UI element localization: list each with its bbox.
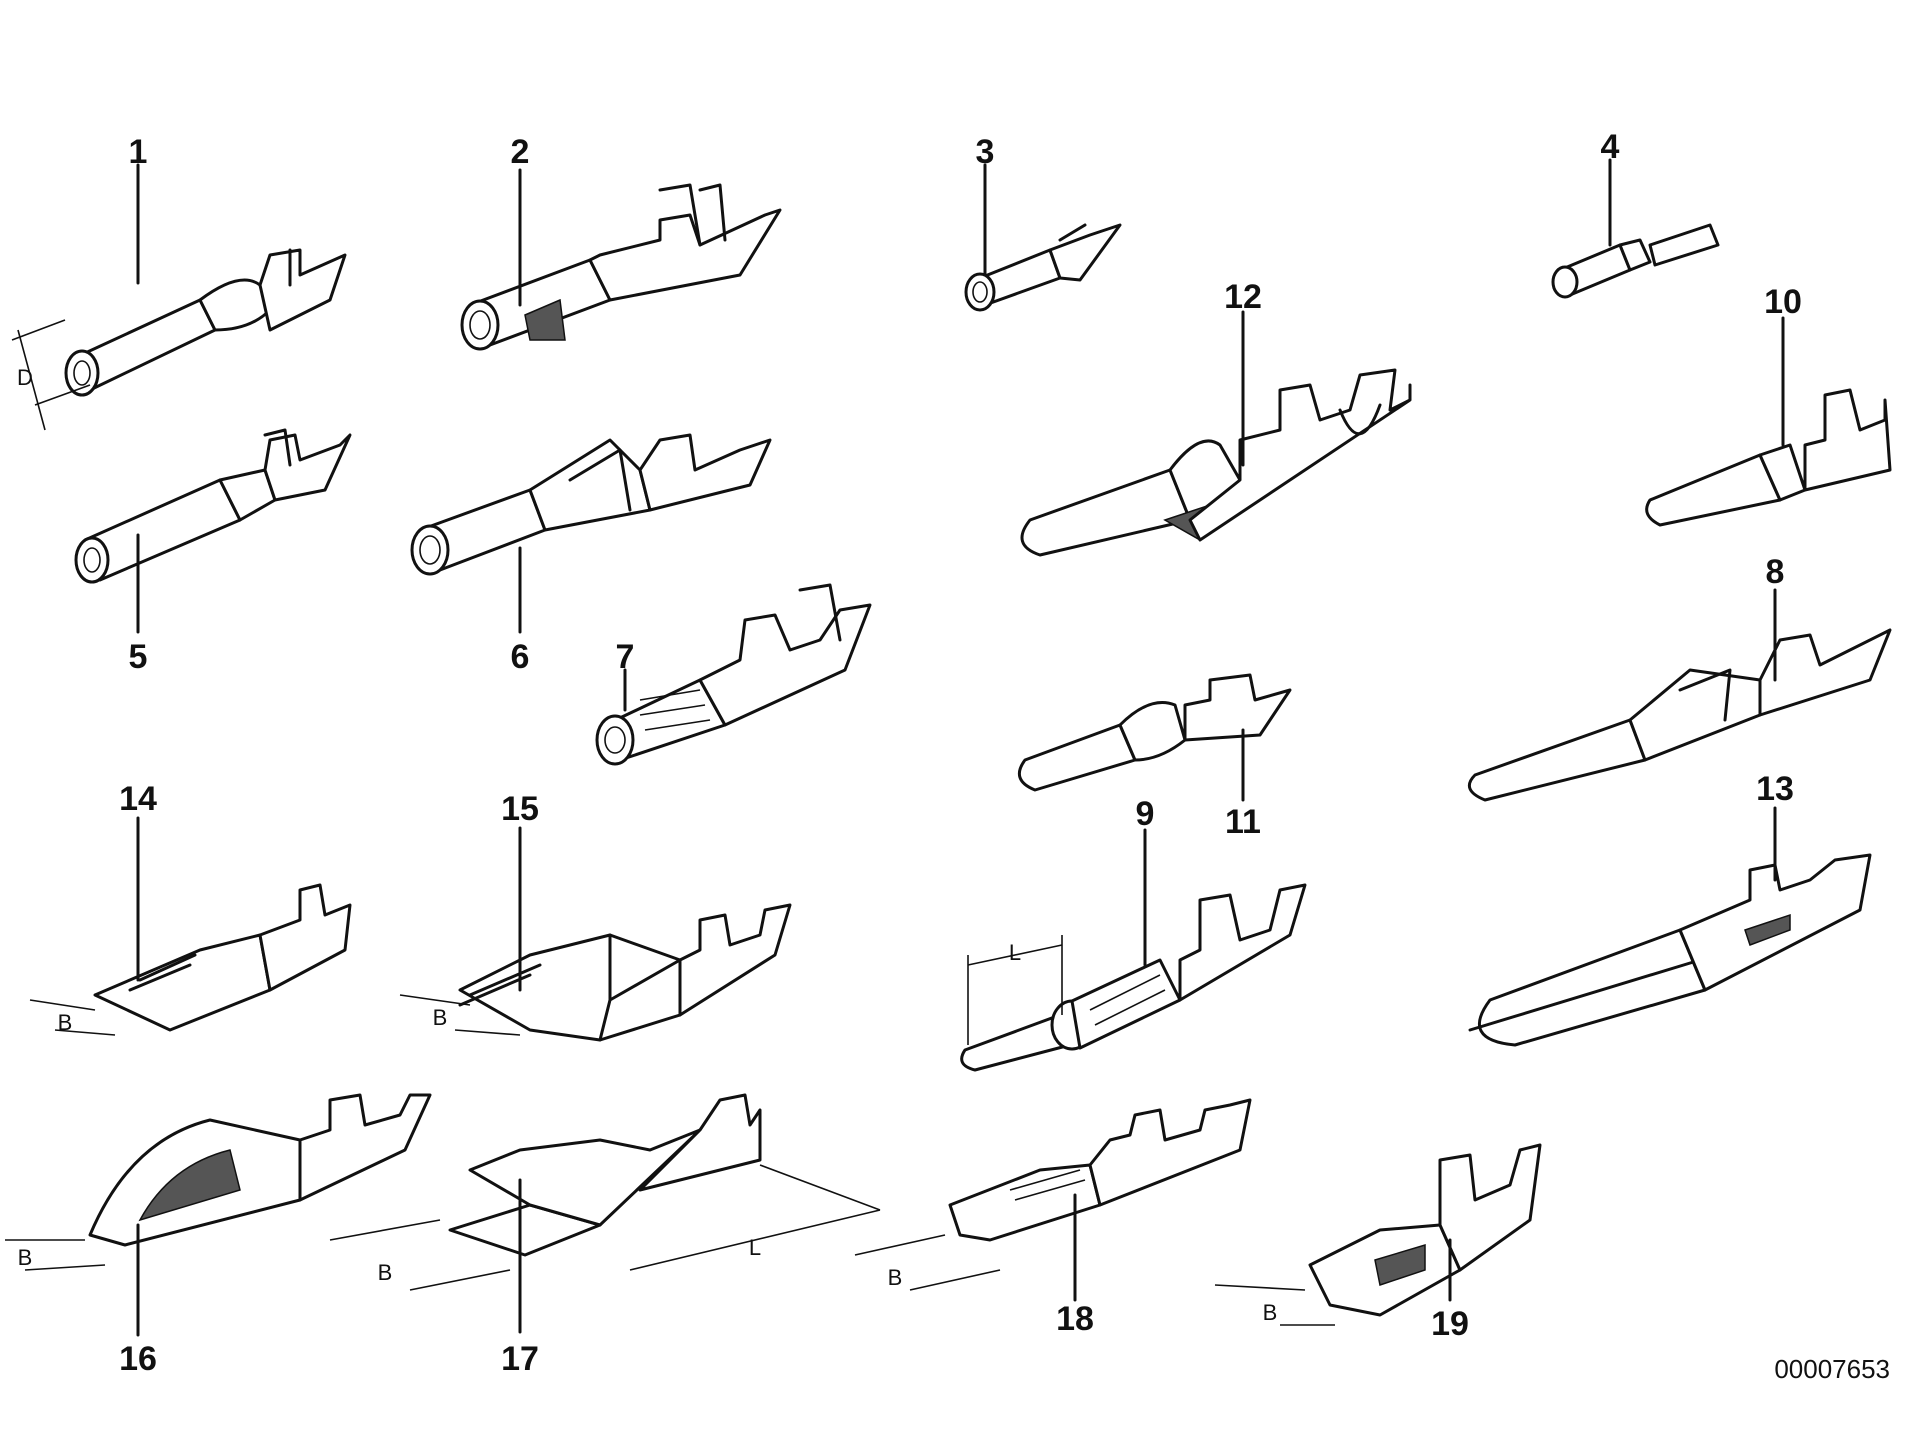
dimension-line <box>54 1029 116 1036</box>
dimension-line <box>409 1269 511 1291</box>
part-16-drawing <box>88 1093 432 1247</box>
part-9-drawing <box>960 883 1307 1072</box>
part-number-9: 9 <box>1136 795 1155 833</box>
dimension-label-d: D <box>17 365 33 390</box>
part-12-drawing <box>1020 368 1412 557</box>
part-3-drawing <box>964 223 1122 312</box>
part-number-2: 2 <box>511 133 530 171</box>
dimension-label-b: B <box>18 1245 33 1270</box>
part-number-18: 18 <box>1056 1300 1094 1338</box>
part-8-drawing <box>1467 628 1892 802</box>
part-14-drawing <box>93 883 352 1032</box>
part-number-17: 17 <box>501 1340 539 1378</box>
dimension-label-b: B <box>378 1260 393 1285</box>
part-2-drawing <box>460 183 782 351</box>
part-17-drawing <box>448 1093 762 1257</box>
part-number-14: 14 <box>119 780 157 818</box>
part-number-11: 11 <box>1225 803 1261 841</box>
dimension-line <box>34 384 91 406</box>
part-5-drawing <box>74 428 352 584</box>
dimension-label-b: B <box>433 1005 448 1030</box>
dimension-line <box>329 1219 441 1241</box>
dimension-line <box>909 1269 1001 1291</box>
part-11-drawing <box>1017 673 1292 792</box>
dimension-label-b: B <box>58 1010 73 1035</box>
part-10-drawing <box>1645 388 1892 527</box>
dimension-line <box>967 944 1063 966</box>
dimension-label-l: L <box>1009 940 1021 965</box>
part-number-3: 3 <box>976 133 995 171</box>
dimension-line <box>759 1164 881 1211</box>
part-number-13: 13 <box>1756 770 1794 808</box>
part-13-drawing <box>1468 853 1872 1047</box>
part-number-7: 7 <box>616 638 635 676</box>
part-15-drawing <box>458 903 792 1042</box>
part-number-12: 12 <box>1224 278 1262 316</box>
dimension-line <box>1214 1284 1306 1291</box>
part-7-drawing <box>595 583 872 766</box>
part-6-drawing <box>410 433 772 576</box>
dimension-label-l: L <box>749 1235 761 1260</box>
part-18-drawing <box>948 1098 1252 1242</box>
part-number-8: 8 <box>1766 553 1785 591</box>
reference-code: 00007653 <box>1774 1354 1890 1384</box>
part-number-15: 15 <box>501 790 539 828</box>
dimension-line <box>629 1209 881 1271</box>
part-number-16: 16 <box>119 1340 157 1378</box>
dimension-label-b: B <box>1263 1300 1278 1325</box>
dimension-line <box>399 994 471 1006</box>
part-19-drawing <box>1308 1143 1542 1317</box>
dimension-line <box>29 999 96 1011</box>
part-number-6: 6 <box>511 638 530 676</box>
dimension-line <box>24 1264 106 1271</box>
part-number-4: 4 <box>1601 128 1620 166</box>
part-4-drawing <box>1551 223 1720 299</box>
part-number-10: 10 <box>1764 283 1802 321</box>
part-1-drawing <box>64 248 347 397</box>
dimension-line <box>17 329 46 431</box>
part-number-19: 19 <box>1431 1305 1469 1343</box>
dimension-line <box>11 319 66 341</box>
dimension-line <box>854 1234 946 1256</box>
part-number-1: 1 <box>129 133 148 171</box>
part-number-5: 5 <box>129 638 148 676</box>
dimension-line <box>454 1029 521 1036</box>
dimension-label-b: B <box>888 1265 903 1290</box>
